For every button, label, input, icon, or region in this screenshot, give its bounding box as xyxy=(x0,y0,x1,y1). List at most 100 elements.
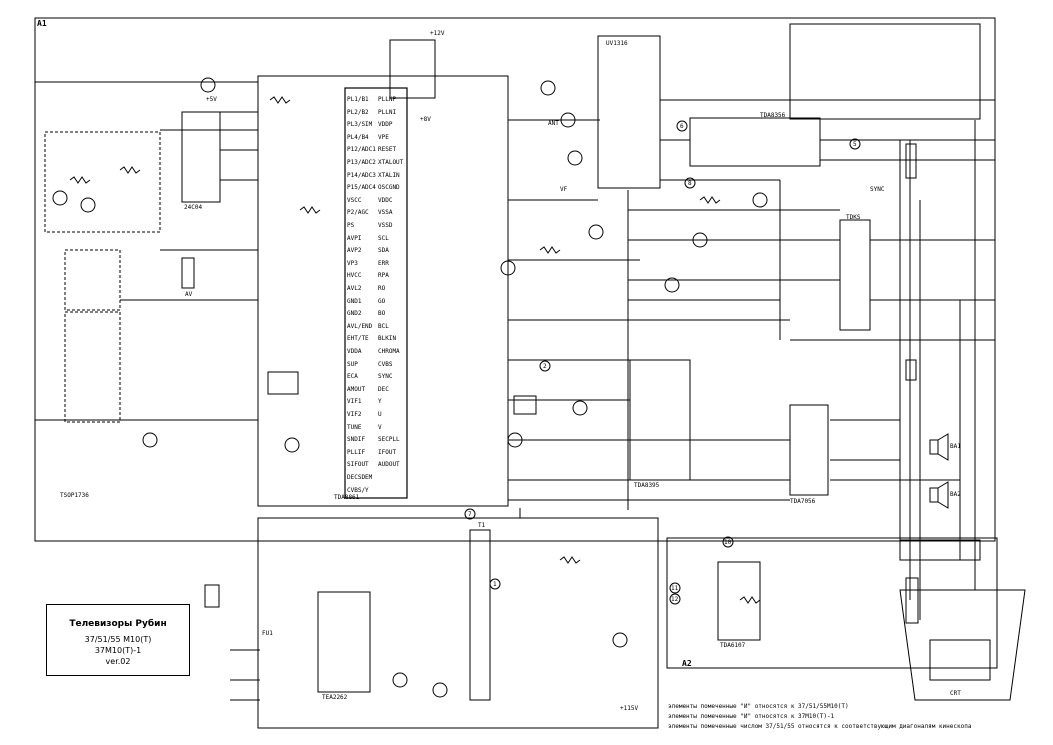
key-box-1 xyxy=(64,249,121,311)
speaker-2-label: BA2 xyxy=(950,491,961,498)
note-1: элементы помеченные "И" относятся к 37/5… xyxy=(668,703,849,710)
main-ic-pin-left: SUP xyxy=(347,360,358,368)
callout-12: 12 xyxy=(671,596,679,603)
av-label: AV xyxy=(185,291,193,298)
crt-socket xyxy=(929,639,991,681)
crt-outline xyxy=(899,589,1026,701)
main-ic-pin-left: VIF2 xyxy=(347,411,362,418)
main-ic-pin-right: V xyxy=(378,423,382,431)
title-line-2: 37/51/55 М10(Т) xyxy=(84,635,152,644)
main-ic-pin-left: VDDA xyxy=(347,348,362,355)
main-ic-body xyxy=(344,87,408,499)
main-ic-pin-left: AVPI xyxy=(347,234,362,242)
main-ic-pin-left: P15/ADC4 xyxy=(347,184,376,192)
main-ic-pin-right: SCL xyxy=(378,234,389,242)
callout-11: 11 xyxy=(671,585,679,592)
main-ic-pin-right: VSSD xyxy=(378,222,393,229)
main-ic-pin-left: AVL/END xyxy=(347,322,373,330)
rgb-ic xyxy=(717,561,761,641)
main-ic-pin-right: CVBS xyxy=(378,360,393,368)
main-ic-pin-left: PL1/B1 xyxy=(347,96,369,103)
fuse-label: FU1 xyxy=(262,630,273,637)
main-ic-pin-right: OSCGND xyxy=(378,184,400,192)
flyback-label: TDKS xyxy=(846,214,861,221)
eeprom-ic xyxy=(389,39,436,99)
psu-transformer xyxy=(469,529,491,701)
supply-115v-label: +115V xyxy=(620,705,639,712)
main-ic-pin-left: AVP2 xyxy=(347,247,362,255)
main-ic-pin-left: P12/ADC1 xyxy=(347,146,376,154)
main-ic-pin-left: PLLIF xyxy=(347,448,366,456)
main-ic-pin-right: IFOUT xyxy=(378,448,397,456)
main-ic-pin-right: BCL xyxy=(378,322,389,330)
tuner-ic-name: UV1316 xyxy=(606,40,628,47)
main-ic-pin-left: HVCC xyxy=(347,272,362,280)
main-ic-pin-right: SECPLL xyxy=(378,436,400,444)
pal-ic xyxy=(629,359,691,481)
main-ic-pin-right: VDDP xyxy=(378,121,393,129)
main-ic-pin-right: BLKIN xyxy=(378,335,397,343)
main-ic-pin-right: XTALIN xyxy=(378,171,400,179)
block-a1-frame xyxy=(34,17,996,542)
main-ic-pin-left: P2/AGC xyxy=(347,209,369,217)
supply-12v-label: +12V xyxy=(430,30,445,37)
main-ic-pin-right: RESET xyxy=(378,146,397,154)
title-block: Телевизоры Рубин 37/51/55 М10(Т) 37М10(Т… xyxy=(46,604,190,676)
main-ic-pin-right: PLLNI xyxy=(378,108,397,116)
main-ic-pin-right: SYNC xyxy=(378,373,393,381)
title-version: ver.02 xyxy=(105,657,131,666)
memory-ic-name: 24C04 xyxy=(184,204,203,211)
main-ic-pin-left: VP3 xyxy=(347,259,358,267)
main-ic-pin-left: VIF1 xyxy=(347,398,362,406)
main-ic-pin-left: GND2 xyxy=(347,310,362,318)
callout-2: 2 xyxy=(543,363,547,370)
psu-ic xyxy=(317,591,371,693)
main-ic-pin-left: DECSDEM xyxy=(347,474,373,481)
callout-6: 6 xyxy=(680,123,684,130)
top-right-board xyxy=(789,23,981,120)
main-ic-pin-left: ECA xyxy=(347,373,358,381)
main-ic-pin-left: GND1 xyxy=(347,297,362,305)
main-ic-pin-right: VPE xyxy=(378,133,389,141)
main-ic-pin-right: GO xyxy=(378,297,386,305)
main-ic-pin-left: PL2/B2 xyxy=(347,108,369,116)
main-ic-pin-right: AUDOUT xyxy=(378,461,400,469)
callout-1: 1 xyxy=(493,581,497,588)
main-ic-pin-left: SNDIF xyxy=(347,436,366,444)
main-ic-pin-left: EHT/TE xyxy=(347,335,369,343)
main-ic-pin-right: XTALOUT xyxy=(378,159,404,166)
crt-label: CRT xyxy=(950,690,961,697)
main-ic-pin-left: AMOUT xyxy=(347,385,366,393)
rgb-ic-name: TDA6107 xyxy=(720,642,746,649)
audio-ic-name: TDA7056 xyxy=(790,498,816,505)
main-ic-name: TDA8861 xyxy=(334,494,360,501)
main-ic-pin-right: ERR xyxy=(378,259,389,267)
main-ic-pin-left: CVBS/Y xyxy=(347,486,369,494)
transformer-label: T1 xyxy=(478,522,486,529)
main-ic-pin-right: Y xyxy=(378,398,382,406)
main-ic-pin-left: VSCC xyxy=(347,196,362,204)
main-ic-pin-left: PL3/SIM xyxy=(347,121,373,129)
main-ic-pin-right: SDA xyxy=(378,247,389,255)
main-ic-pin-right: U xyxy=(378,411,382,418)
antenna-label: ANT xyxy=(548,120,559,127)
block-a2-frame xyxy=(666,537,998,669)
note-2: элементы помеченные "И" относятся к 37М1… xyxy=(668,713,835,720)
psu-ic-name: TEA2262 xyxy=(322,694,348,701)
sync-label: SYNC xyxy=(870,186,885,193)
legend-notes: элементы помеченные "И" относятся к 37/5… xyxy=(668,702,971,732)
main-ic-pin-right: DEC xyxy=(378,385,389,393)
supply-5v-label: +5V xyxy=(206,96,217,103)
main-ic-pin-right: RPA xyxy=(378,272,389,280)
callout-7: 7 xyxy=(468,511,472,518)
main-ic-pin-right: PLLNP xyxy=(378,96,397,103)
main-ic-pin-right: CHROMA xyxy=(378,348,400,355)
vf-label: VF xyxy=(560,186,568,193)
main-ic-pin-left: AVL2 xyxy=(347,285,362,292)
title-line-1: Телевизоры Рубин xyxy=(69,619,167,629)
key-box-2 xyxy=(64,311,121,423)
pal-ic-name: TDA8395 xyxy=(634,482,660,489)
callout-8: 8 xyxy=(688,180,692,187)
main-ic-pin-left: PL4/B4 xyxy=(347,133,369,141)
